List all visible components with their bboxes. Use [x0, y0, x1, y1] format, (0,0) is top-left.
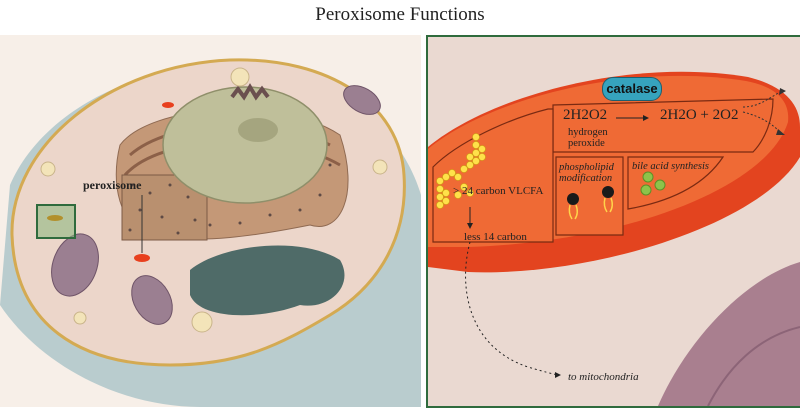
bile-acid-label: bile acid synthesis	[632, 161, 709, 172]
peroxisome-pointed	[134, 254, 150, 262]
peroxisome-label: peroxisome	[83, 178, 142, 192]
catalase-label: catalase	[602, 77, 662, 101]
vlcfa-label: > 24 carbon VLCFA	[453, 185, 544, 197]
bile-acid-box	[627, 156, 725, 210]
products-formula: 2H2O + 2O2	[660, 107, 739, 123]
peroxisome-in-box	[47, 215, 63, 221]
bile-dot	[654, 179, 666, 191]
mitochondria-label: to mitochondria	[568, 371, 639, 383]
catalase-box	[552, 98, 774, 153]
peroxisome-small	[162, 102, 174, 108]
vesicle	[40, 161, 56, 177]
golgi-apparatus	[190, 245, 345, 316]
h2o-exit-arrow	[742, 111, 781, 133]
vesicle	[372, 159, 388, 175]
nucleolus	[238, 118, 278, 142]
vesicle	[73, 311, 87, 325]
golgi	[230, 83, 270, 101]
h2o2-name: hydrogen peroxide	[568, 127, 608, 149]
figure-title: Peroxisome Functions	[315, 4, 485, 25]
cell-svg	[0, 58, 421, 407]
less14-label: less 14 carbon	[464, 231, 527, 243]
mitochondrion-corner	[658, 262, 800, 406]
peroxisome-zoom: catalase 2H2O2 hydrogen peroxide 2H2O + …	[426, 35, 800, 408]
cell-illustration: peroxisome	[0, 35, 421, 407]
phospholipid-label: phospholipid modification	[559, 162, 614, 184]
o2-exit-arrow	[742, 91, 781, 108]
bile-dot	[642, 171, 654, 183]
bile-dot	[640, 184, 652, 196]
mitochondrion-3	[343, 85, 381, 115]
phospholipid-head	[602, 186, 614, 198]
nucleus	[162, 86, 328, 204]
vesicle	[191, 311, 213, 333]
vlcfa-molecules	[436, 133, 486, 209]
phospholipid-box	[555, 156, 624, 236]
vlcfa-box	[432, 108, 554, 243]
peroxisome-svg	[428, 71, 800, 406]
vesicle	[230, 67, 250, 87]
mitochondrion-2	[131, 275, 173, 325]
mitochondrion-1	[51, 233, 99, 297]
h2o2-formula: 2H2O2	[563, 107, 608, 123]
phospholipid-head	[567, 193, 579, 205]
zoom-box	[36, 204, 76, 239]
